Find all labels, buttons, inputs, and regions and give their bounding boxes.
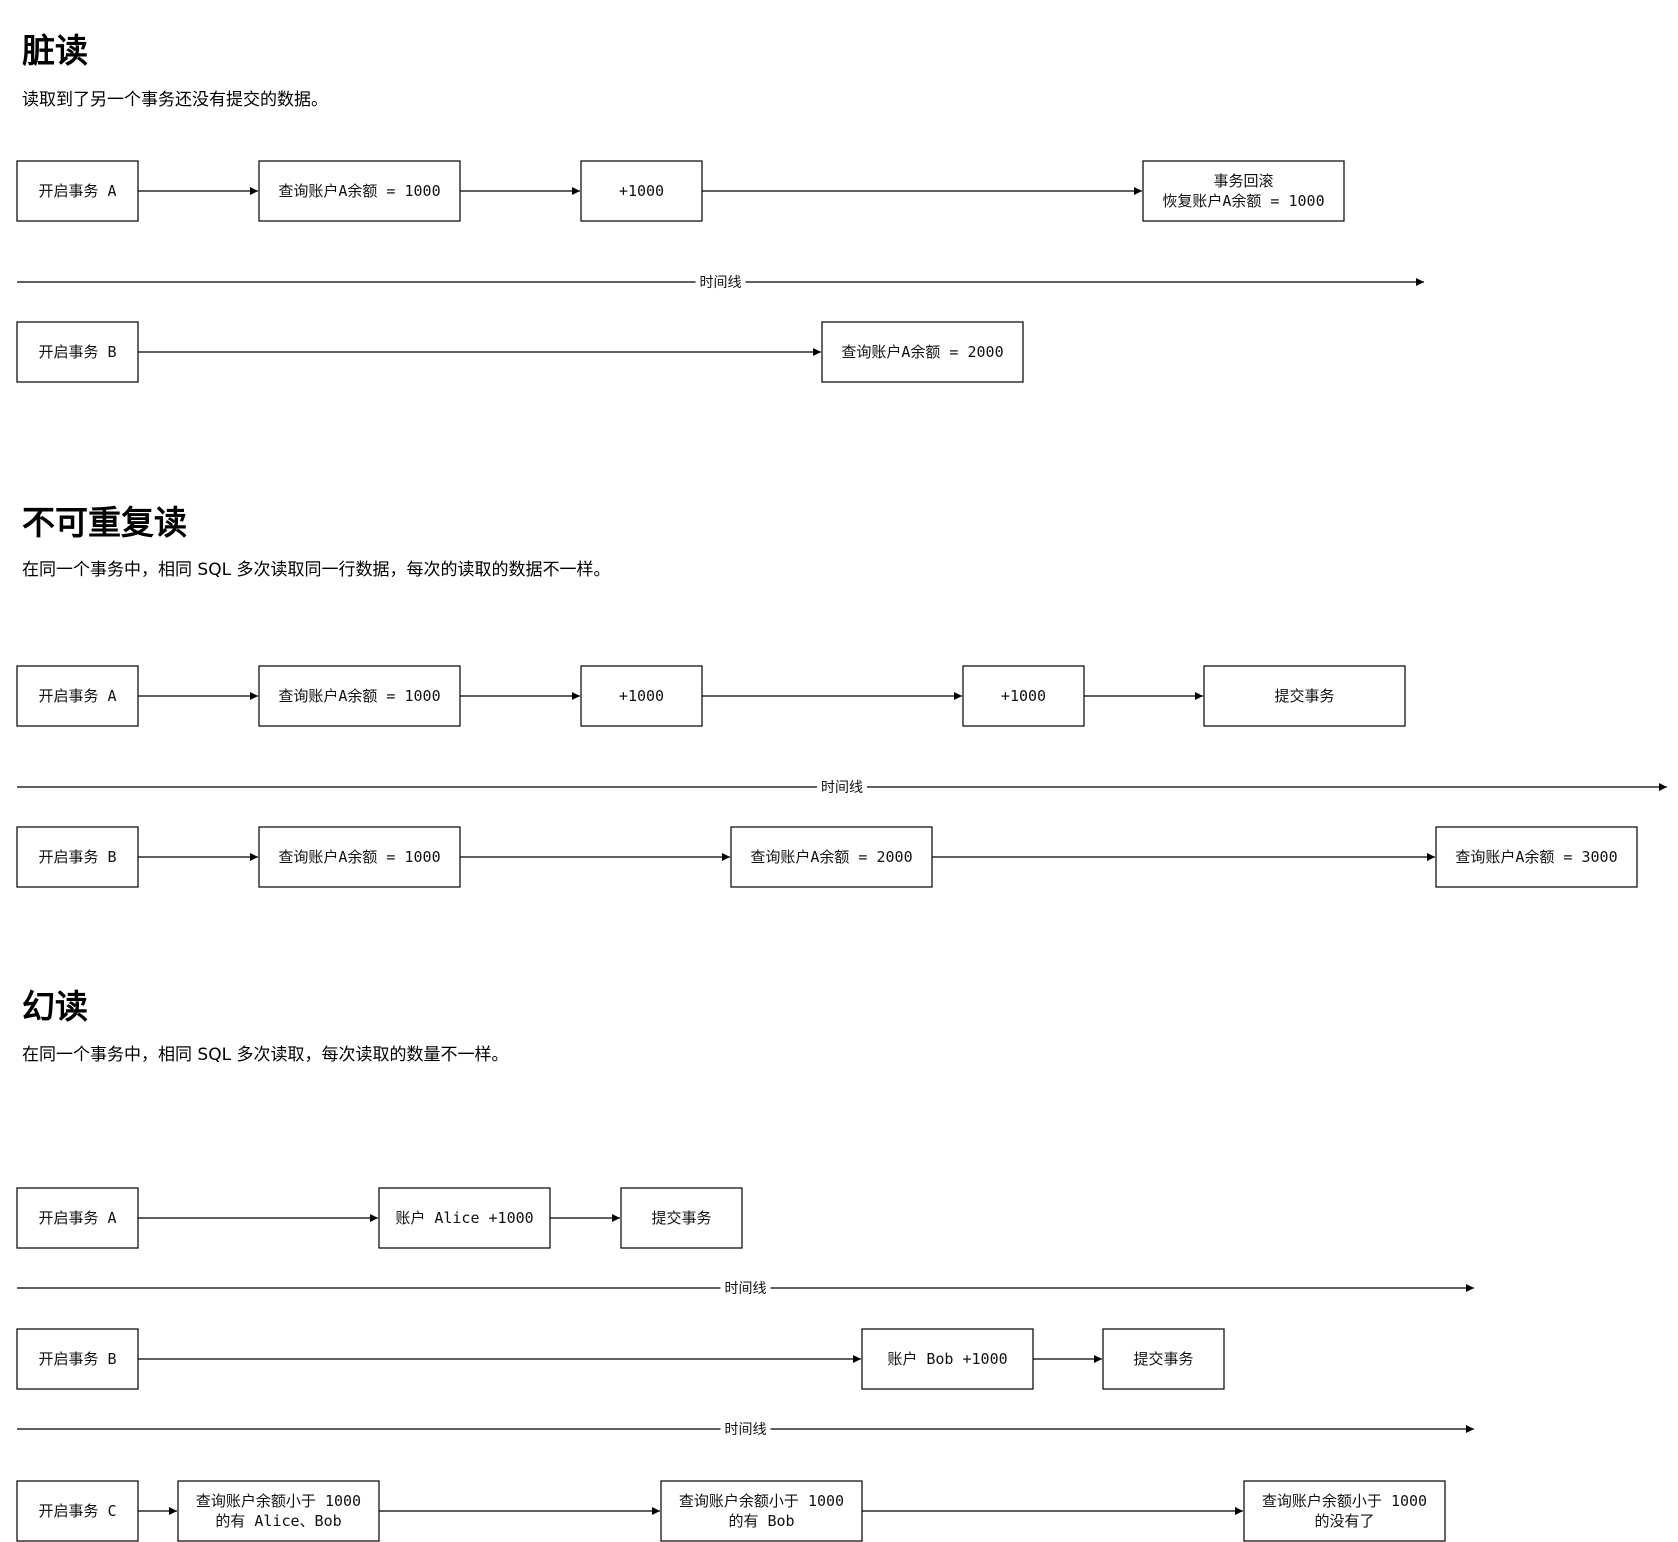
step-label: 的有 Alice、Bob — [215, 1512, 341, 1530]
step-box — [1102, 1328, 1225, 1390]
step-box — [962, 665, 1085, 727]
step-label: 的有 Bob — [728, 1512, 794, 1530]
step-node: 提交事务 — [1203, 665, 1406, 727]
step-box — [16, 826, 139, 888]
step-box — [16, 1187, 139, 1249]
step-label: +1000 — [1001, 687, 1046, 705]
section-description: 读取到了另一个事务还没有提交的数据。 — [22, 90, 328, 110]
step-label: 查询账户A余额 = 1000 — [278, 687, 440, 705]
step-node: 查询账户A余额 = 1000 — [258, 665, 461, 727]
step-node: 提交事务 — [620, 1187, 743, 1249]
section-description: 在同一个事务中，相同 SQL 多次读取，每次读取的数量不一样。 — [22, 1045, 509, 1065]
step-node: 查询账户余额小于 1000 的有 Bob — [660, 1480, 863, 1542]
section-title: 不可重复读 — [22, 503, 187, 542]
step-node: 开启事务 C — [16, 1480, 139, 1542]
step-box — [1203, 665, 1406, 727]
timeline-label: 时间线 — [700, 275, 742, 291]
step-box — [16, 321, 139, 383]
step-label: 查询账户余额小于 1000 — [679, 1492, 844, 1510]
step-label: 查询账户A余额 = 2000 — [750, 848, 912, 866]
step-label: 开启事务 A — [38, 182, 116, 200]
step-node: 开启事务 A — [16, 160, 139, 222]
step-label: 的没有了 — [1314, 1512, 1374, 1530]
step-box — [580, 665, 703, 727]
step-box — [861, 1328, 1034, 1390]
step-box — [258, 826, 461, 888]
step-label: 事务回滚 — [1213, 172, 1273, 190]
step-label: 查询账户A余额 = 3000 — [1455, 848, 1617, 866]
step-label: 提交事务 — [1274, 687, 1334, 705]
step-node: 账户 Alice +1000 — [378, 1187, 551, 1249]
step-node: 开启事务 A — [16, 1187, 139, 1249]
step-label: 查询账户余额小于 1000 — [1262, 1492, 1427, 1510]
step-box — [730, 826, 933, 888]
timeline: 时间线 — [17, 780, 1667, 796]
step-box — [1243, 1480, 1446, 1542]
step-node: 查询账户A余额 = 2000 — [730, 826, 933, 888]
step-node: 查询账户A余额 = 2000 — [821, 321, 1024, 383]
step-node: +1000 — [580, 665, 703, 727]
step-label: 查询账户A余额 = 2000 — [841, 343, 1003, 361]
step-label: +1000 — [619, 687, 664, 705]
step-node: 查询账户A余额 = 1000 — [258, 160, 461, 222]
step-label: 开启事务 C — [38, 1502, 116, 1520]
timeline: 时间线 — [17, 275, 1424, 291]
step-node: 开启事务 B — [16, 1328, 139, 1390]
step-label: 提交事务 — [651, 1209, 711, 1227]
step-node: 查询账户A余额 = 3000 — [1435, 826, 1638, 888]
step-box — [821, 321, 1024, 383]
step-box — [16, 1480, 139, 1542]
timeline: 时间线 — [17, 1281, 1474, 1297]
step-box — [378, 1187, 551, 1249]
step-node: 查询账户余额小于 1000 的有 Alice、Bob — [177, 1480, 380, 1542]
step-label: 开启事务 B — [38, 848, 116, 866]
timeline-label: 时间线 — [725, 1422, 767, 1438]
step-label: 开启事务 B — [38, 1350, 116, 1368]
step-box — [258, 665, 461, 727]
step-node: 开启事务 B — [16, 826, 139, 888]
step-label: 查询账户A余额 = 1000 — [278, 848, 440, 866]
step-label: 查询账户余额小于 1000 — [196, 1492, 361, 1510]
step-box — [16, 1328, 139, 1390]
step-box — [177, 1480, 380, 1542]
step-box — [1142, 160, 1345, 222]
step-label: 开启事务 A — [38, 687, 116, 705]
step-box — [16, 665, 139, 727]
step-box — [258, 160, 461, 222]
step-node: 查询账户A余额 = 1000 — [258, 826, 461, 888]
timeline-label: 时间线 — [821, 780, 863, 796]
step-box — [660, 1480, 863, 1542]
step-label: 开启事务 A — [38, 1209, 116, 1227]
section-title: 脏读 — [22, 31, 88, 70]
step-node: +1000 — [962, 665, 1085, 727]
step-node: 账户 Bob +1000 — [861, 1328, 1034, 1390]
step-node: 查询账户余额小于 1000 的没有了 — [1243, 1480, 1446, 1542]
timeline-label: 时间线 — [725, 1281, 767, 1297]
step-box — [620, 1187, 743, 1249]
section-description: 在同一个事务中，相同 SQL 多次读取同一行数据，每次的读取的数据不一样。 — [22, 560, 611, 580]
step-node: 提交事务 — [1102, 1328, 1225, 1390]
step-box — [16, 160, 139, 222]
timeline: 时间线 — [17, 1422, 1474, 1438]
step-label: 账户 Bob +1000 — [887, 1350, 1007, 1368]
step-label: 查询账户A余额 = 1000 — [278, 182, 440, 200]
step-label: 恢复账户A余额 = 1000 — [1162, 192, 1324, 210]
step-node: +1000 — [580, 160, 703, 222]
step-node: 开启事务 A — [16, 665, 139, 727]
step-label: 账户 Alice +1000 — [395, 1209, 533, 1227]
step-label: +1000 — [619, 182, 664, 200]
section-title: 幻读 — [22, 987, 88, 1026]
step-box — [1435, 826, 1638, 888]
step-label: 提交事务 — [1133, 1350, 1193, 1368]
step-node: 开启事务 B — [16, 321, 139, 383]
step-box — [580, 160, 703, 222]
step-label: 开启事务 B — [38, 343, 116, 361]
